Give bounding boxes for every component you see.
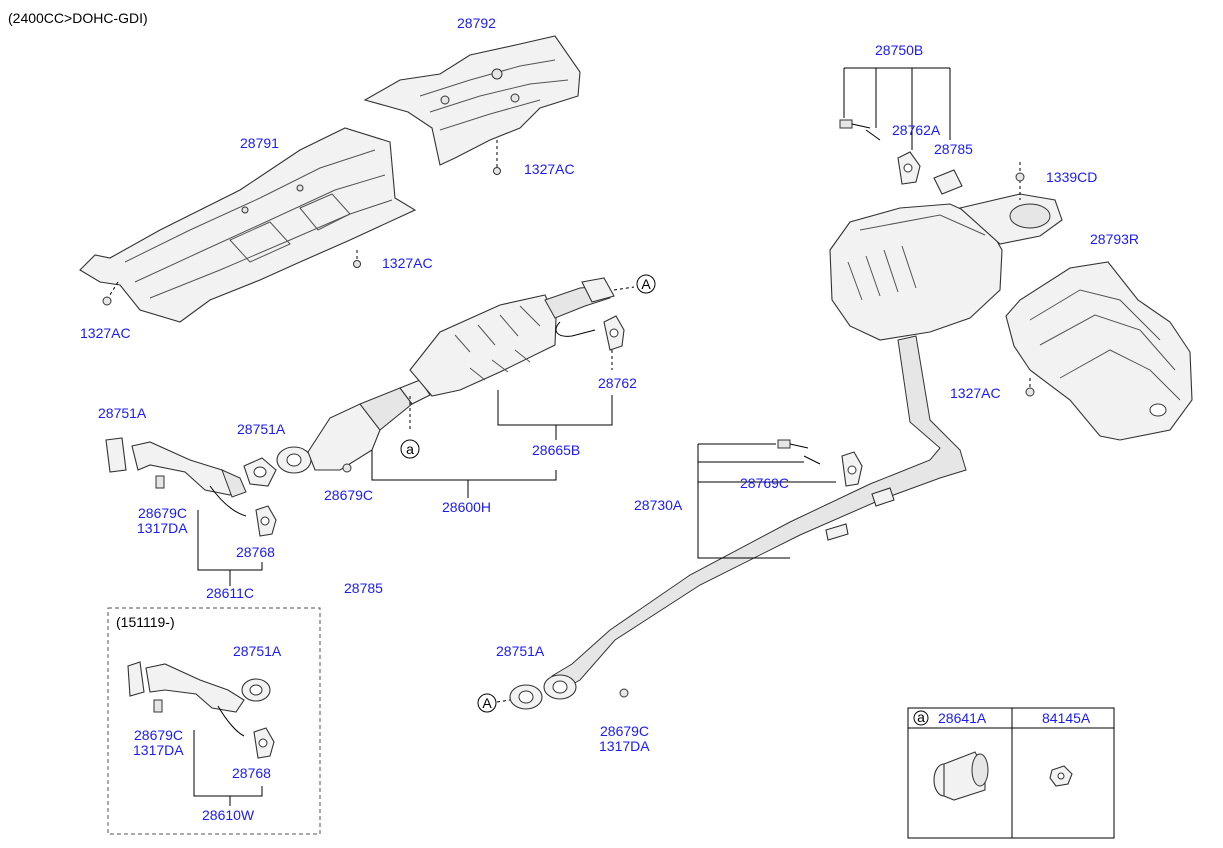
nut-icon (342, 463, 352, 473)
front-pipe-28611c (105, 437, 247, 517)
nut-icon (353, 260, 361, 268)
part-label-28610w[interactable]: 28610W (202, 807, 255, 823)
gasket-28751a-inset (241, 678, 271, 702)
part-label-28768[interactable]: 28768 (232, 765, 271, 781)
gasket-28751a-lower (509, 684, 543, 710)
svg-text:A: A (641, 276, 651, 292)
stud-icon (153, 699, 163, 713)
part-label-1339cd[interactable]: 1339CD (1046, 169, 1097, 185)
part-label-28665b[interactable]: 28665B (532, 442, 580, 458)
variant-date-label: (151119-) (116, 614, 175, 630)
hanger-bolt-28769c (777, 439, 821, 465)
part-label-28750b[interactable]: 28750B (875, 42, 923, 58)
hanger-bolt-28750b (839, 119, 881, 141)
front-pipe-28610w (127, 661, 245, 737)
variant-inset-box (107, 607, 321, 835)
rubber-hanger-28768-inset (253, 727, 275, 759)
part-label-1327ac[interactable]: 1327AC (80, 325, 131, 341)
svg-text:A: A (482, 695, 492, 711)
engine-spec-title: (2400CC>DOHC-GDI) (8, 10, 148, 26)
callout-a-pipe: A (477, 693, 497, 713)
part-label-1317da[interactable]: 1317DA (137, 520, 188, 536)
part-label-28600h[interactable]: 28600H (442, 499, 491, 515)
part-label-28611c[interactable]: 28611C (206, 585, 254, 601)
rear-muffler (829, 193, 1063, 341)
part-label-28679c[interactable]: 28679C (134, 727, 183, 743)
legend-key: a (917, 709, 925, 725)
nut-icon (102, 296, 112, 306)
center-pipe-28730a (543, 335, 967, 700)
part-label-28785[interactable]: 28785 (934, 141, 973, 157)
svg-text:a: a (406, 441, 414, 457)
heat-protector-28791 (79, 127, 417, 323)
nut-icon (619, 688, 629, 698)
part-label-28791[interactable]: 28791 (240, 135, 279, 151)
part-label-28793r[interactable]: 28793R (1090, 231, 1139, 247)
part-label-28751a[interactable]: 28751A (237, 421, 286, 437)
part-label-28785[interactable]: 28785 (344, 580, 383, 596)
catalytic-converter-assy (276, 277, 615, 474)
part-label-28679c[interactable]: 28679C (600, 723, 649, 739)
flange-nut-icon (1049, 765, 1073, 787)
part-label-28762[interactable]: 28762 (598, 375, 637, 391)
part-label-28792[interactable]: 28792 (457, 15, 496, 31)
gasket-28751a (243, 457, 277, 487)
nut-icon (1015, 172, 1025, 182)
part-label-28751a[interactable]: 28751A (233, 643, 282, 659)
heat-protector-28792 (363, 35, 581, 166)
legend-part-84145a[interactable]: 84145A (1042, 710, 1091, 726)
nut-icon (1025, 387, 1035, 397)
callout-a-lower: a (400, 439, 420, 459)
rubber-hanger-28762 (603, 315, 625, 351)
part-label-1327ac[interactable]: 1327AC (524, 161, 575, 177)
part-label-1317da[interactable]: 1317DA (599, 738, 650, 754)
part-label-1317da[interactable]: 1317DA (133, 742, 184, 758)
bracket-28785 (933, 169, 963, 195)
clamp-icon (933, 751, 989, 801)
part-label-28768[interactable]: 28768 (236, 544, 275, 560)
part-label-28769c[interactable]: 28769C (740, 475, 789, 491)
nut-icon (493, 167, 501, 175)
callout-a-upper: A (636, 274, 656, 294)
legend-table: a 28641A 84145A (907, 707, 1115, 839)
part-label-28751a[interactable]: 28751A (496, 643, 545, 659)
rubber-hanger-28769c (841, 451, 863, 487)
part-label-28751a[interactable]: 28751A (98, 405, 147, 421)
heat-protector-28793r (1005, 261, 1193, 441)
rubber-hanger-28768 (255, 505, 277, 537)
part-label-1327ac[interactable]: 1327AC (950, 385, 1001, 401)
part-label-28679c[interactable]: 28679C (324, 487, 373, 503)
stud-icon (155, 475, 165, 489)
rubber-hanger-28762a (897, 151, 921, 185)
part-label-28762a[interactable]: 28762A (892, 122, 941, 138)
part-label-28730a[interactable]: 28730A (634, 497, 683, 513)
legend-part-28641a[interactable]: 28641A (938, 710, 987, 726)
part-label-28679c[interactable]: 28679C (138, 505, 187, 521)
part-label-1327ac[interactable]: 1327AC (382, 255, 433, 271)
